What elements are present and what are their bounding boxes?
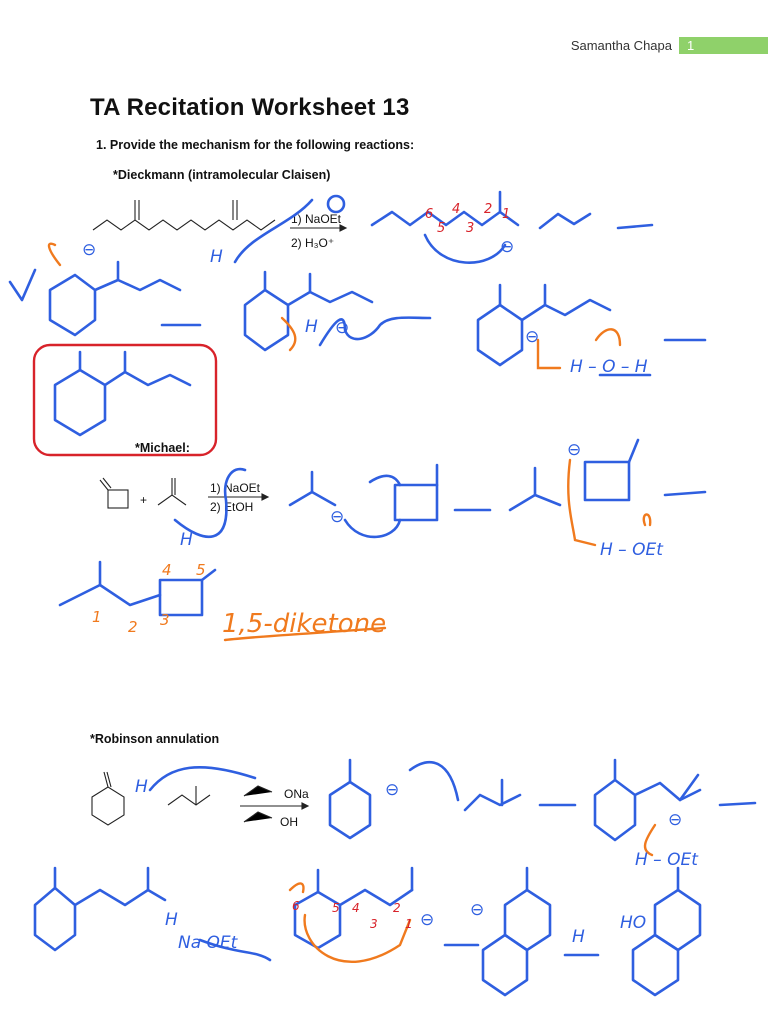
robinson-reaction-arrow <box>240 785 310 823</box>
michael-label: *Michael: <box>135 441 190 455</box>
dieck-neg-4: ⊖ <box>525 327 539 347</box>
robinson-H-OEt: H – OEt <box>635 850 699 870</box>
michael-plus: + <box>140 493 148 507</box>
michael-num-1: 1 <box>92 608 102 626</box>
dieckmann-product-box <box>32 343 218 457</box>
robinson-reactants-structure <box>91 771 211 826</box>
question-1-prompt: 1. Provide the mechanism for the followi… <box>96 138 415 152</box>
michael-blue-ink <box>58 438 707 617</box>
page-number-badge: 1 <box>679 37 768 54</box>
michael-neg-2: ⊖ <box>567 440 581 460</box>
robinson-num-6: 6 <box>292 899 300 913</box>
handwritten-labels: H ⊖ ⊖ H ⊖ ⊖ H – O – H H ⊖ ⊖ H – OEt H ⊖ … <box>82 237 699 953</box>
robinson-orange-ink <box>288 823 657 964</box>
handwritten-numbers: 6 5 4 3 2 1 <box>425 202 510 236</box>
robinson-num-4: 4 <box>352 901 360 915</box>
robinson-num-1: 1 <box>405 917 413 931</box>
robinson-H-3: H <box>572 927 585 947</box>
dieck-neg-2: ⊖ <box>82 240 96 260</box>
dieckmann-reagent-1: 1) NaOEt <box>291 212 342 226</box>
robinson-num-3: 3 <box>370 917 378 931</box>
dieck-num-3: 3 <box>466 221 474 236</box>
michael-reagent-1: 1) NaOEt <box>210 481 261 495</box>
dieckmann-label: *Dieckmann (intramolecular Claisen) <box>113 168 331 182</box>
michael-reaction-arrow <box>208 493 270 501</box>
michael-H: H <box>180 530 193 550</box>
robinson-label: *Robinson annulation <box>90 732 220 746</box>
dieck-num-2: 2 <box>484 202 492 217</box>
robinson-neg-3: ⊖ <box>420 910 434 930</box>
robinson-H-2: H <box>165 910 178 930</box>
robinson-numbers: 6 5 4 3 2 1 <box>292 899 413 931</box>
robinson-blue-ink <box>33 758 757 997</box>
robinson-neg-2: ⊖ <box>668 810 682 830</box>
dieck-neg-3: ⊖ <box>335 318 349 338</box>
michael-note-1-5-diketone: 1,5-diketone <box>222 609 386 639</box>
dieck-neg-1: ⊖ <box>500 237 514 257</box>
robinson-num-5: 5 <box>332 901 340 915</box>
michael-reactants-structure <box>99 477 187 509</box>
header-author: Samantha Chapa <box>570 38 672 53</box>
michael-neg-1: ⊖ <box>330 507 344 527</box>
dieck-num-6: 6 <box>425 207 433 222</box>
dieck-H-O-H: H – O – H <box>570 357 648 377</box>
michael-num-3: 3 <box>160 611 170 629</box>
michael-num-4: 4 <box>162 561 172 579</box>
robinson-neg-1: ⊖ <box>385 780 399 800</box>
dieck-H-1: H <box>210 247 223 267</box>
dieck-num-1: 1 <box>502 207 510 222</box>
dieckmann-reaction-arrow <box>290 224 348 232</box>
dieck-num-4: 4 <box>452 202 460 217</box>
dieckmann-blue-ink <box>8 190 707 437</box>
dieck-H-2: H <box>305 317 318 337</box>
robinson-solvent: OH <box>280 815 298 829</box>
dieckmann-diester-structure <box>92 200 276 231</box>
robinson-num-2: 2 <box>393 901 401 915</box>
robinson-neg-4: ⊖ <box>470 900 484 920</box>
dieckmann-reagent-2: 2) H₃O⁺ <box>291 236 335 250</box>
michael-num-2: 2 <box>128 618 138 636</box>
robinson-HO: HO <box>620 913 646 933</box>
robinson-H-1: H <box>135 777 148 797</box>
dieck-num-5: 5 <box>437 221 445 236</box>
page-title: TA Recitation Worksheet 13 <box>90 94 410 121</box>
michael-H-OEt: H – OEt <box>600 540 664 560</box>
michael-num-5: 5 <box>196 561 206 579</box>
robinson-NaOEt: Na OEt <box>178 933 239 953</box>
handwritten-numbers-orange: 1 2 3 4 5 <box>92 561 206 636</box>
michael-reagent-2: 2) EtOH <box>210 500 254 514</box>
dieckmann-orange-ink <box>47 242 622 370</box>
robinson-base: ONa <box>284 787 309 801</box>
michael-orange-ink <box>223 458 652 642</box>
